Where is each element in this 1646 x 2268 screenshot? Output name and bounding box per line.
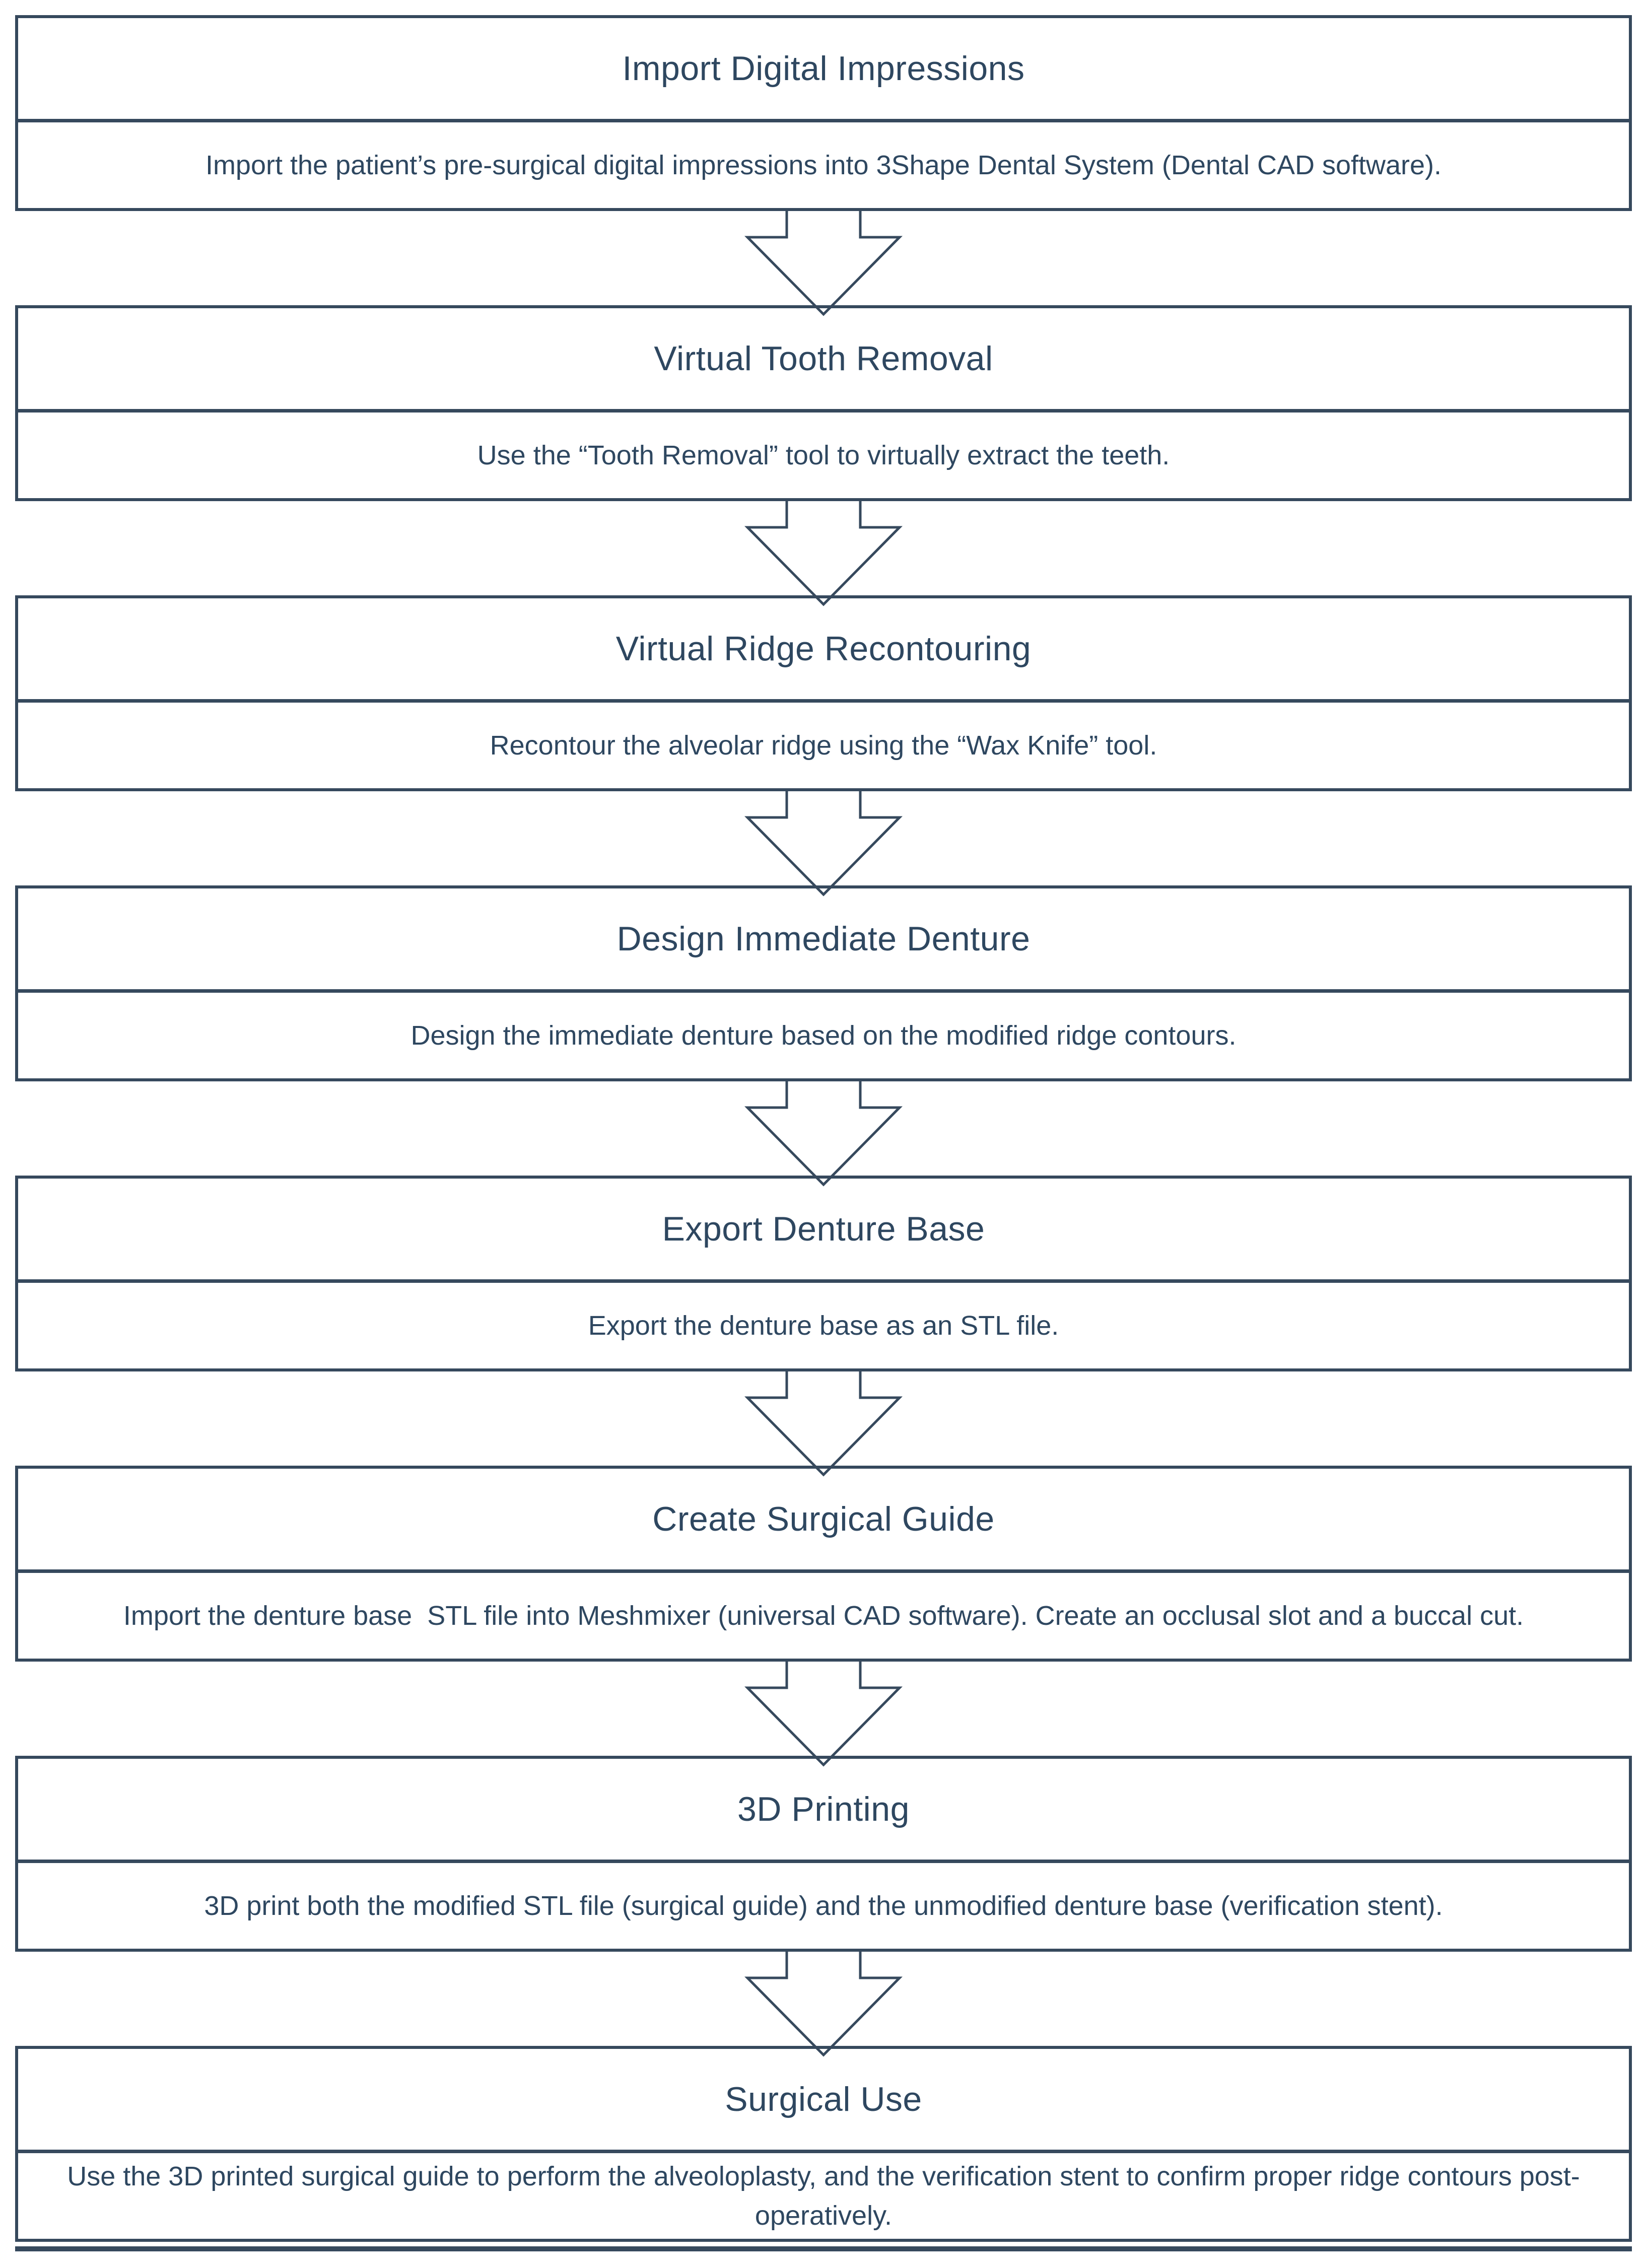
step-title-label: 3D Printing bbox=[737, 1790, 910, 1828]
step-description: 3D print both the modified STL file (sur… bbox=[18, 1863, 1629, 1949]
step-description-text: Use the “Tooth Removal” tool to virtuall… bbox=[477, 440, 1170, 470]
step-description-text: Use the 3D printed surgical guide to per… bbox=[67, 2161, 1580, 2231]
step-description: Use the 3D printed surgical guide to per… bbox=[18, 2153, 1629, 2239]
step-title: Create Surgical Guide bbox=[18, 1469, 1629, 1573]
flow-connector bbox=[15, 1079, 1632, 1187]
flow-step: Export Denture Base Export the denture b… bbox=[15, 1176, 1632, 1371]
cropped-next-box-top-border bbox=[15, 2246, 1632, 2251]
step-title: 3D Printing bbox=[18, 1759, 1629, 1863]
step-title: Import Digital Impressions bbox=[18, 18, 1629, 122]
block-down-arrow-icon bbox=[744, 789, 903, 897]
step-description-text: Export the denture base as an STL file. bbox=[588, 1310, 1059, 1341]
block-down-arrow-icon bbox=[744, 499, 903, 606]
flow-step: Create Surgical Guide Import the denture… bbox=[15, 1466, 1632, 1662]
block-down-arrow-icon bbox=[744, 1949, 903, 2057]
flow-step: Virtual Ridge Recontouring Recontour the… bbox=[15, 595, 1632, 791]
step-description: Use the “Tooth Removal” tool to virtuall… bbox=[18, 413, 1629, 498]
flow-connector bbox=[15, 789, 1632, 897]
flow-connector bbox=[15, 499, 1632, 606]
step-description-text: 3D print both the modified STL file (sur… bbox=[204, 1890, 1443, 1921]
step-title-label: Create Surgical Guide bbox=[652, 1500, 995, 1538]
step-description: Recontour the alveolar ridge using the “… bbox=[18, 703, 1629, 788]
flow-step: Import Digital Impressions Import the pa… bbox=[15, 15, 1632, 211]
block-down-arrow-icon bbox=[744, 1369, 903, 1477]
block-down-arrow-icon bbox=[744, 209, 903, 316]
flow-step: Virtual Tooth Removal Use the “Tooth Rem… bbox=[15, 305, 1632, 501]
step-description-text: Design the immediate denture based on th… bbox=[410, 1020, 1237, 1051]
step-title-label: Surgical Use bbox=[725, 2080, 922, 2118]
block-down-arrow-icon bbox=[744, 1659, 903, 1767]
flow-step: Design Immediate Denture Design the imme… bbox=[15, 885, 1632, 1081]
step-description: Import the patient’s pre-surgical digita… bbox=[18, 122, 1629, 208]
flow-connector bbox=[15, 209, 1632, 316]
step-description: Design the immediate denture based on th… bbox=[18, 993, 1629, 1078]
step-title-label: Export Denture Base bbox=[662, 1210, 985, 1248]
flow-step: Surgical Use Use the 3D printed surgical… bbox=[15, 2046, 1632, 2242]
step-title-label: Virtual Tooth Removal bbox=[654, 339, 993, 378]
step-title-label: Import Digital Impressions bbox=[622, 49, 1025, 88]
flow-step: 3D Printing 3D print both the modified S… bbox=[15, 1756, 1632, 1952]
flow-connector bbox=[15, 1659, 1632, 1767]
step-description: Import the denture base STL file into Me… bbox=[18, 1573, 1629, 1659]
block-down-arrow-icon bbox=[744, 1079, 903, 1187]
step-title: Virtual Tooth Removal bbox=[18, 308, 1629, 413]
step-title: Design Immediate Denture bbox=[18, 888, 1629, 993]
step-title: Export Denture Base bbox=[18, 1179, 1629, 1283]
step-title-label: Virtual Ridge Recontouring bbox=[615, 630, 1032, 668]
step-description: Export the denture base as an STL file. bbox=[18, 1283, 1629, 1368]
flowchart: Import Digital Impressions Import the pa… bbox=[15, 15, 1632, 2251]
step-title: Virtual Ridge Recontouring bbox=[18, 598, 1629, 703]
flow-connector bbox=[15, 1949, 1632, 2057]
flow-connector bbox=[15, 1369, 1632, 1477]
step-description-text: Import the denture base STL file into Me… bbox=[123, 1600, 1524, 1631]
step-title-label: Design Immediate Denture bbox=[616, 920, 1031, 958]
step-description-text: Import the patient’s pre-surgical digita… bbox=[205, 150, 1442, 180]
step-title: Surgical Use bbox=[18, 2049, 1629, 2153]
flowchart-steps: Import Digital Impressions Import the pa… bbox=[15, 15, 1632, 2242]
step-description-text: Recontour the alveolar ridge using the “… bbox=[490, 730, 1157, 761]
